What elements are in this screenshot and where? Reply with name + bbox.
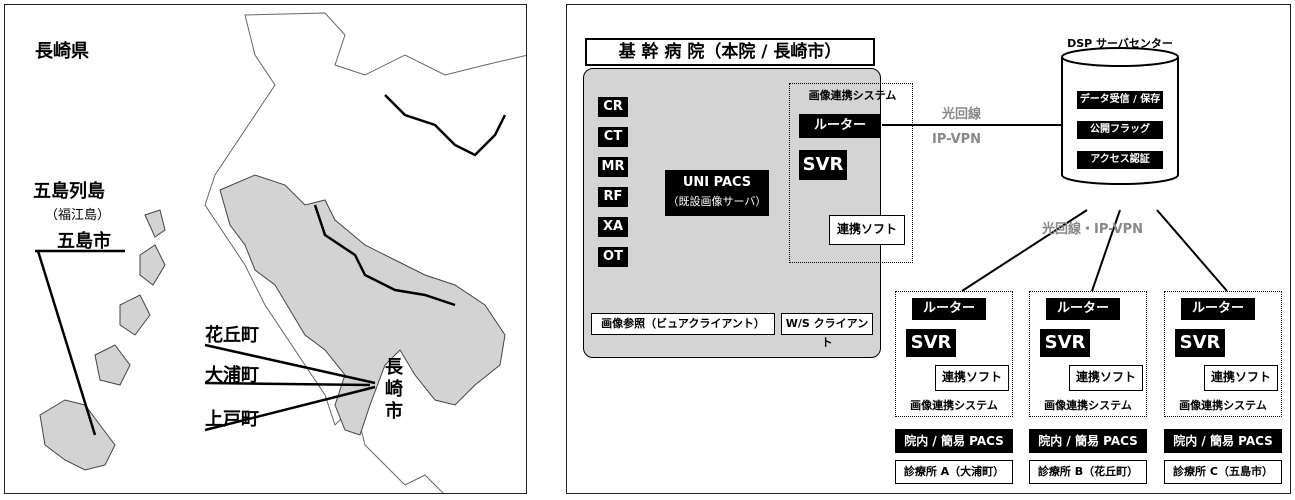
uwato-callout	[204, 385, 376, 432]
unipacs-server: UNI PACS （既設画像サーバ）	[665, 170, 769, 216]
ws-client: W/S クライアント	[781, 313, 873, 349]
dsp-title: DSP サーバセンター	[1067, 37, 1173, 50]
main-svr: SVR	[799, 150, 847, 180]
hospital-title: 基 幹 病 院（本院 / 長崎市）	[585, 38, 875, 66]
clinic-b-router: ルーター	[1046, 298, 1120, 320]
clinic-c-router: ルーター	[1181, 298, 1255, 320]
main-link-system-box	[789, 83, 913, 263]
main-link-soft: 連携ソフト	[829, 215, 905, 245]
network-diagram-panel: 基 幹 病 院（本院 / 長崎市） CR CT MR RF XA OT UNI …	[566, 4, 1291, 494]
clinic-b-svr: SVR	[1040, 329, 1090, 357]
modality-ot: OT	[598, 247, 628, 267]
clinic-a-link-system-box	[895, 291, 1013, 417]
clinic-a-link-soft: 連携ソフト	[935, 365, 1009, 391]
nagasaki-city-label: 長崎市	[385, 357, 403, 422]
map-panel: 長崎県 五島列島 （福江島） 五島市 花丘町 大浦町 上戸町 長崎市	[4, 4, 527, 494]
clinic-a-link-system-label: 画像連携システム	[910, 399, 998, 412]
nagasaki-map	[35, 12, 526, 493]
prefecture-label: 長崎県	[35, 41, 89, 62]
fiber-ipvpn-label: 光回線・IP-VPN	[1042, 222, 1144, 237]
main-link-system-label: 画像連携システム	[808, 89, 897, 102]
clinic-a-name: 診療所 A（大浦町）	[895, 460, 1013, 484]
clinic-c-link-soft: 連携ソフト	[1204, 365, 1278, 391]
clinic-a-svr: SVR	[906, 329, 956, 357]
dsp-access-auth: アクセス認証	[1077, 151, 1163, 169]
clinic-b-name: 診療所 B（花丘町）	[1029, 460, 1147, 484]
clinic-b-link-system-label: 画像連携システム	[1044, 399, 1132, 412]
clinic-b-link-soft: 連携ソフト	[1069, 365, 1143, 391]
nagasaki-shaded-area	[219, 174, 506, 436]
clinic-c-link-system-box	[1164, 291, 1282, 417]
oura-callout	[204, 381, 371, 387]
fiber-label: 光回線	[942, 107, 982, 122]
fukue-island-label: （福江島）	[45, 208, 111, 223]
clinic-c-pacs: 院内 / 簡易 PACS	[1164, 429, 1282, 453]
modality-ct: CT	[598, 127, 628, 147]
clinic-c-link-system-label: 画像連携システム	[1179, 399, 1267, 412]
unipacs-title: UNI PACS	[682, 175, 752, 190]
viewer-client: 画像参照（ビュアクライアント）	[591, 313, 775, 335]
hanaoka-callout	[204, 343, 376, 385]
goto-islands-label: 五島列島	[33, 181, 105, 202]
clinic-a-router: ルーター	[912, 298, 986, 320]
modality-xa: XA	[598, 217, 628, 237]
unipacs-subtitle: （既設画像サーバ）	[667, 195, 767, 208]
goto-city-label: 五島市	[57, 231, 111, 252]
goto-callout-diag	[36, 250, 97, 436]
ipvpn-label: IP-VPN	[932, 132, 982, 147]
border-line	[313, 94, 507, 307]
goto-islands	[39, 209, 166, 471]
hanaoka-label: 花丘町	[205, 325, 259, 346]
clinic-a-pacs: 院内 / 簡易 PACS	[895, 429, 1013, 453]
main-router: ルーター	[799, 114, 881, 138]
modality-rf: RF	[598, 187, 628, 207]
clinic-c-svr: SVR	[1175, 329, 1225, 357]
clinic-b-link-system-box	[1029, 291, 1147, 417]
oura-label: 大浦町	[205, 365, 259, 386]
modality-cr: CR	[598, 97, 628, 117]
dsp-receive-store: データ受信 / 保存	[1077, 91, 1163, 109]
clinic-b-pacs: 院内 / 簡易 PACS	[1029, 429, 1147, 453]
modality-mr: MR	[598, 157, 628, 177]
clinic-c-name: 診療所 C（五島市）	[1164, 460, 1282, 484]
dsp-public-flag: 公開フラッグ	[1077, 121, 1163, 139]
uwato-label: 上戸町	[205, 409, 259, 430]
